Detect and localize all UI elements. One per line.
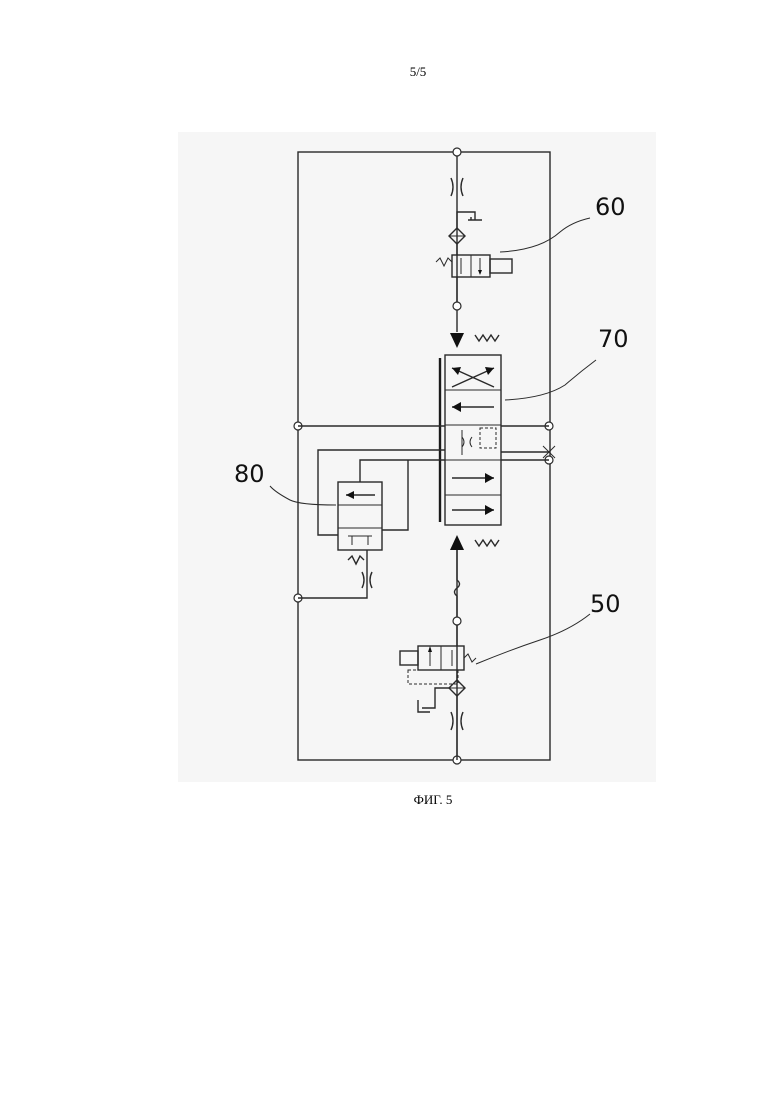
junction-top: [453, 148, 461, 156]
ref-label-50: 50: [590, 590, 621, 618]
figure-caption: ФИГ. 5: [0, 792, 780, 808]
ref-label-60: 60: [595, 193, 626, 221]
junction-upper-port: [453, 302, 461, 310]
ref-label-70: 70: [598, 325, 629, 353]
ref-label-80: 80: [234, 460, 265, 488]
junction-lower-port: [453, 617, 461, 625]
